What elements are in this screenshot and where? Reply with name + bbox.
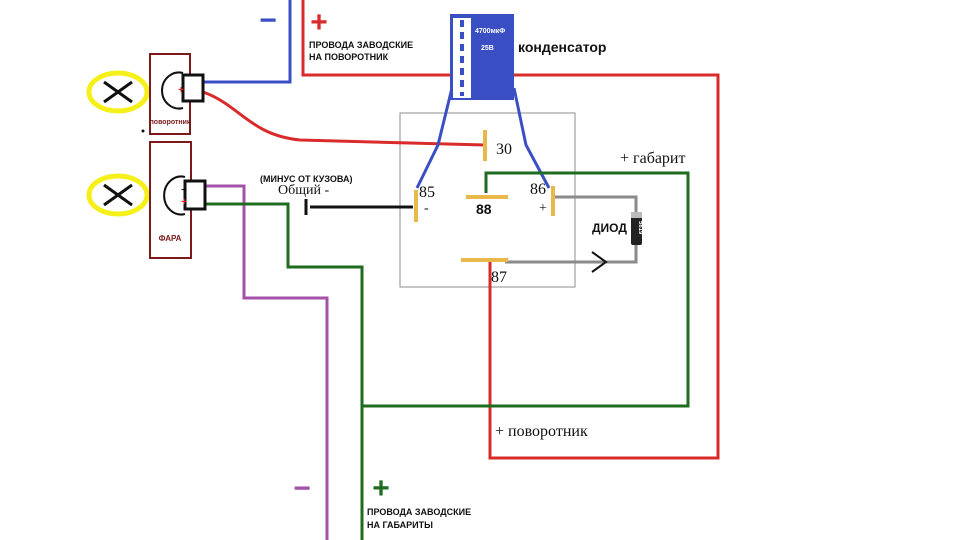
diode-band <box>631 212 642 218</box>
headlight-connector <box>183 179 207 211</box>
pin-85-label: 85 <box>419 184 435 201</box>
red-wire-top <box>301 0 720 460</box>
relay-body <box>399 112 576 288</box>
pin-88-label: 88 <box>476 201 492 217</box>
diode-marking: 5819 <box>637 221 643 235</box>
dot <box>141 129 145 133</box>
top-plus-sign: + <box>310 6 328 39</box>
purple-wire <box>206 184 329 540</box>
pin-85-sign: - <box>424 201 429 216</box>
pin-86-label: 86 <box>530 181 546 198</box>
headlight-label: ФАРА <box>159 234 182 243</box>
diode-label: ДИОД <box>592 221 627 235</box>
green-wire-parking <box>362 171 690 408</box>
red-wire-lamp-to-30 <box>202 90 486 147</box>
bottom-minus-sign: − <box>293 472 311 505</box>
factory-wires-parking-label: ПРОВОДА ЗАВОДСКИЕ НА ГАБАРИТЫ <box>367 507 474 530</box>
turn-lamp-socket <box>161 71 184 110</box>
capacitor-voltage: 25В <box>481 45 494 52</box>
factory-wires-turn-label: ПРОВОДА ЗАВОДСКИЕ НА ПОВОРОТНИК <box>309 40 416 62</box>
arrow-head <box>591 251 608 273</box>
blue-wire-top <box>203 0 292 84</box>
turn-lamp-cross-icon <box>103 80 133 104</box>
turn-lamp-connector <box>181 73 205 103</box>
turn-lamp-label: поворотник <box>150 119 191 126</box>
top-minus-sign: − <box>259 4 277 37</box>
common-minus-label: Общий - <box>278 183 329 198</box>
green-wire-headlight <box>206 202 364 540</box>
plus-parking-label: + габарит <box>620 150 685 167</box>
capacitor-label: конденсатор <box>518 39 606 55</box>
pin-87-label: 87 <box>491 269 507 286</box>
pin-30-label: 30 <box>496 141 512 158</box>
plus-turn-label: + поворотник <box>495 423 588 440</box>
headlight-cross-icon <box>103 183 133 207</box>
turn-lamp-plus: + <box>178 85 184 96</box>
headlight-minus: − <box>181 185 187 196</box>
headlight-socket <box>163 175 186 216</box>
capacitor-leg-minus <box>415 87 454 189</box>
diode-body <box>631 212 642 245</box>
pin-86-sign: + <box>539 201 547 216</box>
capacitor-value: 4700мкФ <box>475 28 505 35</box>
bottom-plus-sign: + <box>372 472 390 505</box>
headlight-plus: + <box>181 197 187 208</box>
minus-from-body-label: (МИНУС ОТ КУЗОВА) <box>260 174 352 184</box>
